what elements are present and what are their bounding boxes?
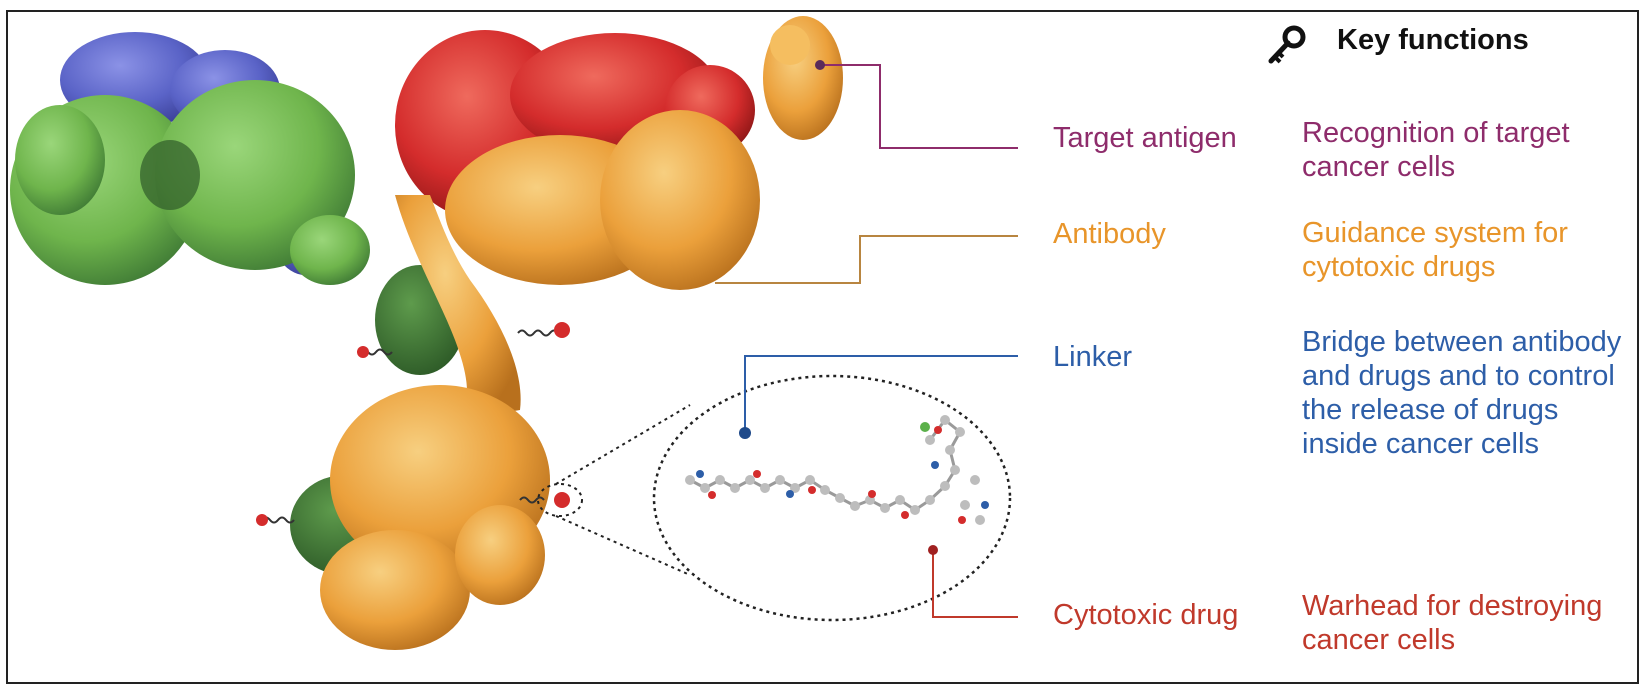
connector-target-antigen <box>820 64 1018 149</box>
connector-cytotoxic-drug <box>932 550 1018 618</box>
drug-molecule-structure <box>685 415 989 525</box>
label-antibody: Antibody <box>1053 218 1166 250</box>
desc-cytotoxic-drug: Warhead for destroying cancer cells <box>1302 590 1603 656</box>
desc-linker: Bridge between antibody and drugs and to… <box>1302 326 1622 460</box>
connector-linker <box>744 355 1018 433</box>
label-cytotoxic-drug: Cytotoxic drug <box>1053 599 1239 631</box>
key-icon <box>1263 23 1309 69</box>
callout-lines <box>715 60 1018 618</box>
zoom-callout <box>537 374 1012 622</box>
target-antigen-blob <box>763 16 843 140</box>
heavy-chain-green <box>10 80 370 285</box>
connector-antibody <box>715 235 1018 284</box>
antibody-orange <box>320 110 760 650</box>
label-target-antigen: Target antigen <box>1053 122 1237 154</box>
key-functions-title: Key functions <box>1337 24 1529 56</box>
desc-target-antigen: Recognition of target cancer cells <box>1302 117 1570 183</box>
label-linker: Linker <box>1053 341 1132 373</box>
desc-antibody: Guidance system for cytotoxic drugs <box>1302 217 1568 283</box>
drug-payload-dots <box>256 322 570 526</box>
